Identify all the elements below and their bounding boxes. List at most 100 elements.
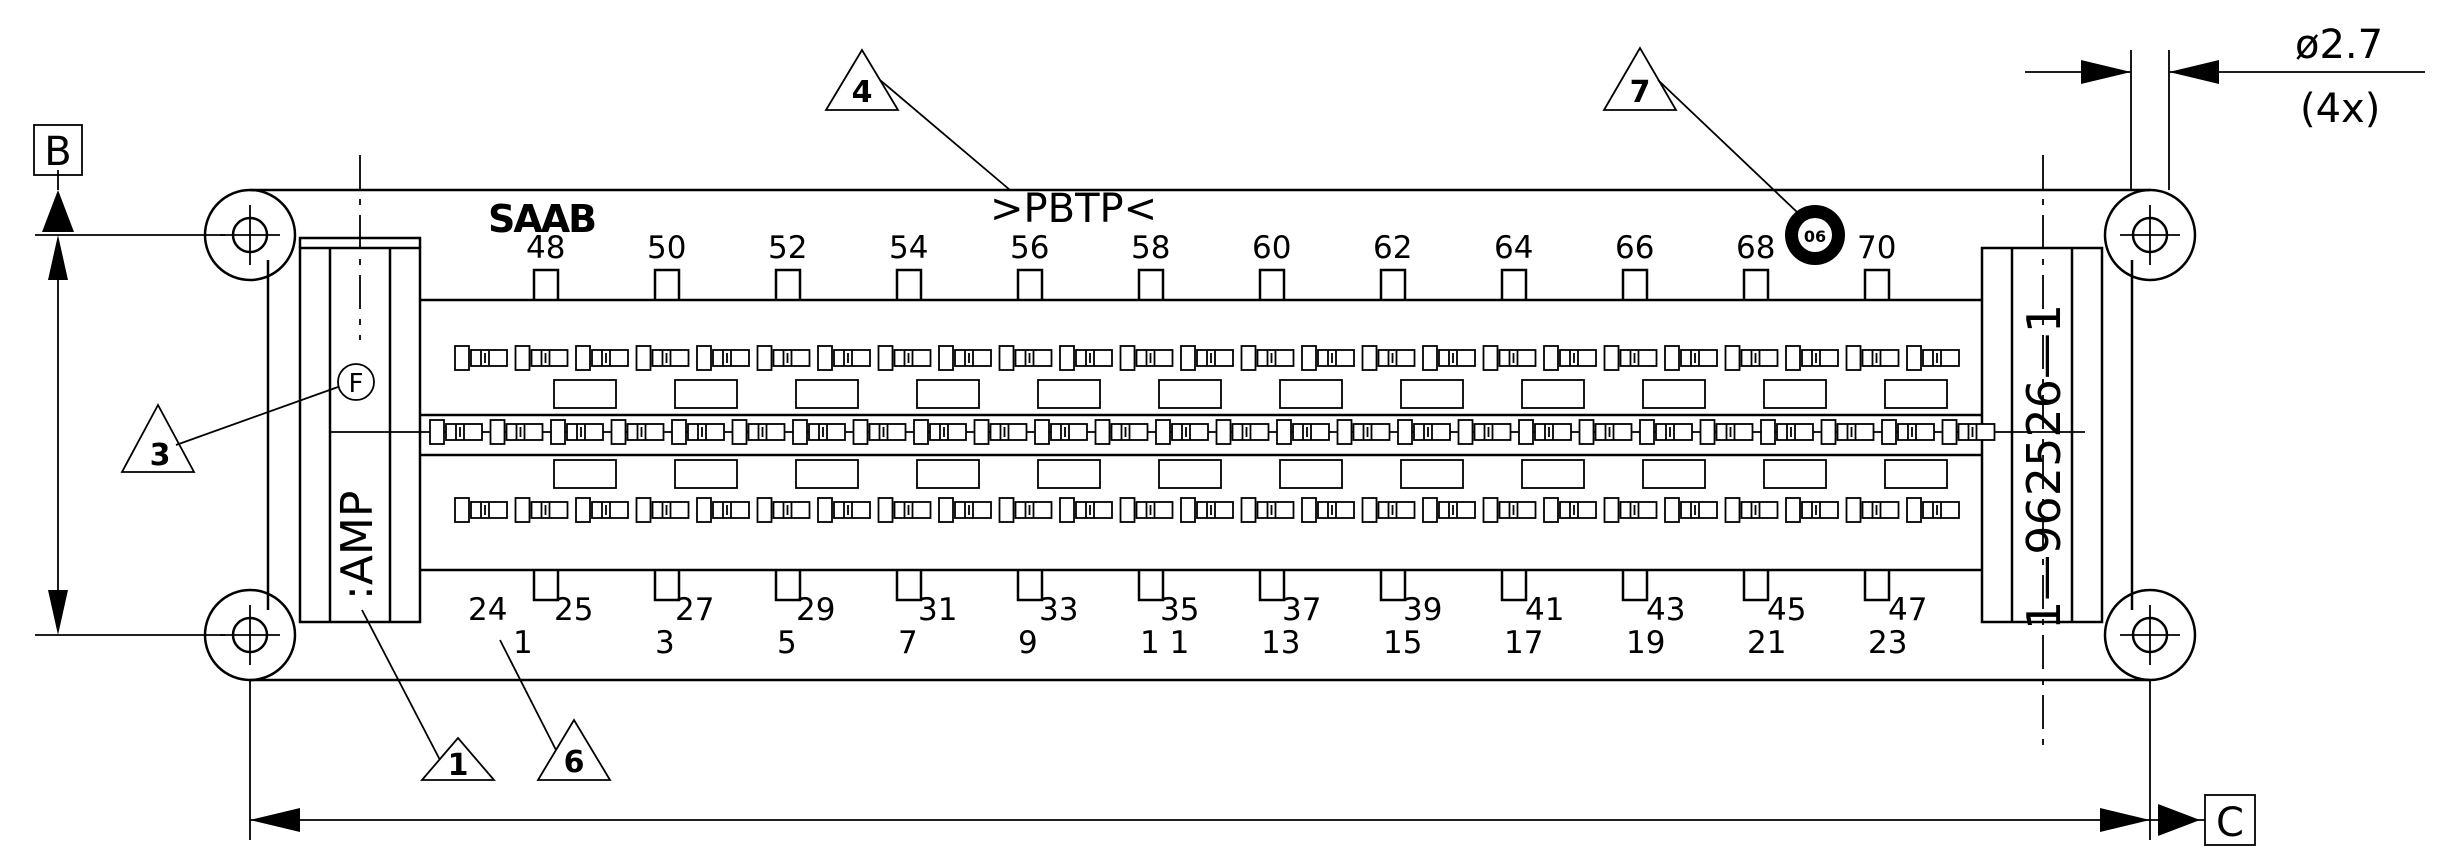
pin-number-top: 54 bbox=[889, 230, 928, 266]
terminal-cavity bbox=[1422, 497, 1438, 523]
latch-top bbox=[1742, 268, 1770, 300]
latch-bottom bbox=[1016, 570, 1044, 602]
housing-window bbox=[1037, 379, 1101, 409]
svg-text:7: 7 bbox=[1630, 75, 1651, 110]
terminal-cavity bbox=[756, 345, 773, 371]
terminal-cavity bbox=[998, 497, 1015, 523]
contact-detail bbox=[1569, 502, 1579, 518]
terminal-cavity bbox=[1215, 419, 1232, 445]
contact-detail bbox=[903, 502, 914, 518]
housing-window bbox=[916, 379, 980, 409]
terminal-cavity bbox=[1301, 497, 1317, 523]
latch-bottom bbox=[1137, 570, 1165, 602]
pin-number-bottom-upper: 43 bbox=[1646, 592, 1685, 628]
housing-window bbox=[1884, 379, 1948, 409]
contact-detail bbox=[903, 350, 914, 366]
contact-detail bbox=[576, 424, 586, 440]
pin-number-bottom-lower: 1 1 bbox=[1140, 625, 1189, 661]
pin-number-top: 48 bbox=[526, 230, 565, 266]
contact-detail bbox=[1508, 350, 1519, 366]
terminal-cavity bbox=[1301, 345, 1317, 371]
part-number-marking: 1—962526—1 bbox=[2017, 304, 2071, 630]
contact-detail bbox=[1206, 502, 1216, 518]
contact-detail bbox=[1508, 502, 1519, 518]
terminal-cavity bbox=[852, 419, 869, 445]
housing-window bbox=[553, 459, 617, 489]
pin-number-top: 60 bbox=[1252, 230, 1291, 266]
contact-detail bbox=[1327, 350, 1337, 366]
latch-top bbox=[1621, 268, 1649, 300]
latch-bottom bbox=[1863, 570, 1891, 602]
housing-windows bbox=[553, 379, 1948, 489]
terminal-cavity bbox=[1906, 345, 1922, 371]
latch-top bbox=[1016, 268, 1044, 300]
housing-window bbox=[1521, 379, 1585, 409]
terminal-cavity bbox=[1155, 419, 1171, 445]
contact-detail bbox=[697, 424, 707, 440]
terminal-latches-bottom bbox=[532, 570, 1891, 602]
terminal-cavity bbox=[1361, 345, 1378, 371]
terminal-cavity bbox=[514, 345, 531, 371]
connector-body bbox=[203, 188, 2197, 682]
terminal-cavity bbox=[550, 419, 566, 445]
height-dimension bbox=[35, 170, 225, 636]
terminal-cavity bbox=[1881, 419, 1897, 445]
terminal-cavity bbox=[575, 345, 591, 371]
hole-count-label: (4x) bbox=[2300, 86, 2380, 132]
terminal-cavity bbox=[696, 345, 712, 371]
callout-1: 1 bbox=[361, 609, 496, 783]
pin-number-bottom-upper: 31 bbox=[918, 592, 957, 628]
hole-diameter-label: ø2.7 bbox=[2295, 22, 2383, 68]
terminal-cavity bbox=[429, 419, 445, 445]
pin-number-bottom-lower: 19 bbox=[1626, 625, 1665, 661]
terminal-cavity bbox=[1094, 419, 1111, 445]
contact-detail bbox=[1967, 424, 1978, 440]
terminal-cavity bbox=[1276, 419, 1292, 445]
contact-detail bbox=[661, 502, 672, 518]
terminal-cavity bbox=[1785, 497, 1801, 523]
material-marking: >PBTP< bbox=[990, 186, 1157, 232]
mounting-holes bbox=[220, 205, 2180, 665]
housing-window bbox=[795, 379, 859, 409]
pin-number-top: 62 bbox=[1373, 230, 1412, 266]
pin-number-top: 50 bbox=[647, 230, 686, 266]
contact-detail bbox=[1811, 350, 1821, 366]
contact-detail bbox=[1871, 350, 1882, 366]
terminal-cavity bbox=[973, 419, 990, 445]
contact-detail bbox=[1302, 424, 1312, 440]
terminal-cavity bbox=[1906, 497, 1922, 523]
pin-number-bottom-upper: 25 bbox=[554, 592, 593, 628]
latch-bottom bbox=[895, 570, 923, 602]
housing-window bbox=[1400, 459, 1464, 489]
contact-detail bbox=[601, 350, 611, 366]
callout-6: 6 bbox=[499, 639, 612, 781]
pin-number-bottom-upper: 37 bbox=[1282, 592, 1321, 628]
contact-detail bbox=[1690, 350, 1700, 366]
terminal-cavity bbox=[1240, 497, 1257, 523]
latch-top bbox=[1137, 268, 1165, 300]
contact-detail bbox=[1544, 424, 1554, 440]
terminal-cavity bbox=[1820, 419, 1837, 445]
svg-text:F: F bbox=[349, 369, 364, 399]
contact-detail bbox=[1024, 350, 1035, 366]
terminal-cavity bbox=[635, 497, 652, 523]
pin-number-bottom-upper: 45 bbox=[1767, 592, 1806, 628]
contact-detail bbox=[722, 350, 732, 366]
terminal-cavity bbox=[1397, 419, 1413, 445]
housing-window bbox=[553, 379, 617, 409]
contact-detail bbox=[757, 424, 768, 440]
latch-bottom bbox=[774, 570, 802, 602]
contact-detail bbox=[1665, 424, 1675, 440]
terminal-cavity bbox=[1699, 419, 1716, 445]
contact-detail bbox=[1206, 350, 1216, 366]
pin-number-bottom-upper: 47 bbox=[1888, 592, 1927, 628]
terminal-cavity bbox=[1785, 345, 1801, 371]
latch-bottom bbox=[1742, 570, 1770, 602]
housing-window bbox=[1400, 379, 1464, 409]
pin-number-top: 66 bbox=[1615, 230, 1654, 266]
contact-detail bbox=[515, 424, 526, 440]
latch-top bbox=[653, 268, 681, 300]
pin-number-bottom-lower: 23 bbox=[1868, 625, 1907, 661]
terminal-cavity bbox=[454, 497, 470, 523]
svg-text:6: 6 bbox=[564, 745, 585, 780]
